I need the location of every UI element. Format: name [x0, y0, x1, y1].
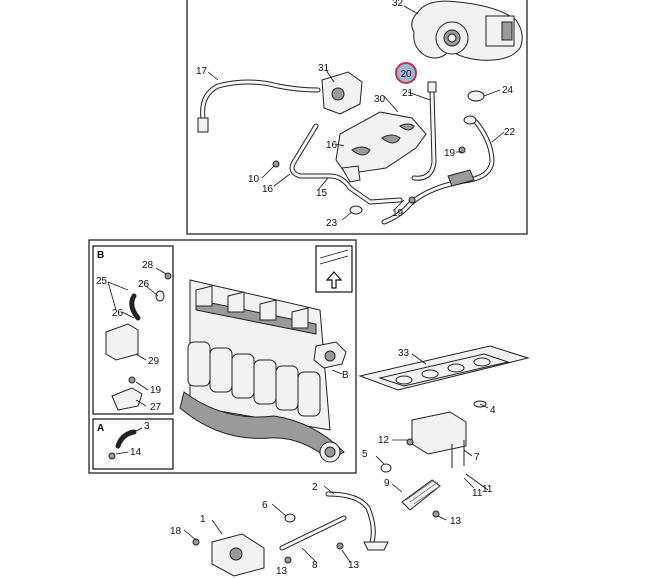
- inset-b-frame: [92, 245, 174, 415]
- inset-a-frame: [92, 418, 174, 470]
- callout-11-b: 11: [482, 484, 493, 495]
- callout-19-inset: 19: [150, 385, 162, 396]
- engine-panel-frame: [88, 239, 357, 474]
- callout-16-bottom: 16: [262, 184, 274, 195]
- callout-26-mid: 26: [112, 308, 124, 319]
- callout-17: 17: [196, 66, 208, 77]
- bracket-29[interactable]: [105, 323, 139, 361]
- pipe-end-fitting: [197, 117, 209, 133]
- callout-19-right: 19: [444, 148, 456, 159]
- callout-1: 1: [200, 514, 206, 525]
- inset-b: B 28 25 26 26 29 19 27: [92, 245, 174, 415]
- callout-15: 15: [316, 188, 328, 199]
- callout-24: 24: [502, 85, 514, 96]
- callout-31: 31: [318, 63, 330, 74]
- bolt-19-inset: [128, 376, 136, 384]
- callout-9: 9: [384, 478, 390, 489]
- callout-29: 29: [148, 356, 160, 367]
- egr-valve[interactable]: [321, 71, 363, 115]
- callout-13-c: 13: [348, 560, 360, 571]
- engine-panel: B 28 25 26 26 29 19 27 A 3 14: [88, 239, 357, 474]
- bolt-19b: [458, 146, 466, 154]
- turbo-panel-frame: [186, 0, 528, 235]
- callout-20: 20: [400, 69, 412, 80]
- bolt-13b: [284, 556, 292, 564]
- bolt-18: [192, 538, 200, 546]
- callout-25: 25: [96, 276, 108, 287]
- adapter-7[interactable]: [411, 411, 467, 455]
- oil-system-parts: 33 4 12 7 5 11 11 2 9 6 13 18 1 8 13 13: [170, 345, 530, 577]
- callout-21: 21: [402, 88, 414, 99]
- callout-12: 12: [378, 435, 390, 446]
- inset-b-label: B: [97, 250, 104, 261]
- callout-33: 33: [398, 348, 410, 359]
- turbocharger-assembly[interactable]: [411, 0, 523, 61]
- bolt-28: [164, 272, 172, 280]
- seal-6: [284, 513, 296, 523]
- bolt-13c: [336, 542, 344, 550]
- callout-14: 14: [130, 447, 142, 458]
- callout-6: 6: [262, 500, 268, 511]
- seal-5: [380, 463, 392, 473]
- engine-callout-b: B: [342, 370, 349, 381]
- banjo-bolt: [427, 81, 437, 93]
- pickup-screen: [363, 541, 389, 551]
- arrow-up-icon: [325, 271, 343, 289]
- bolt-13: [432, 510, 440, 518]
- bolt-10: [272, 160, 280, 168]
- front-orientation-icon: [315, 245, 353, 293]
- oil-pan-gasket-33[interactable]: [358, 345, 530, 391]
- callout-3: 3: [144, 421, 150, 432]
- seal-26: [155, 290, 165, 302]
- engine-block[interactable]: [179, 279, 347, 463]
- callout-22: 22: [504, 127, 516, 138]
- tube-26[interactable]: [129, 293, 141, 321]
- highlighted-callout-marker[interactable]: [395, 62, 417, 84]
- callout-16-top: 16: [326, 140, 338, 151]
- tube-3[interactable]: [115, 429, 137, 449]
- bolt-19: [408, 196, 416, 204]
- turbo-manifold-panel: 20 32 17 31 30 21 24 22 16 10 16 15 19 1…: [186, 0, 528, 235]
- callout-5: 5: [362, 449, 368, 460]
- inset-a-label: A: [97, 423, 104, 434]
- callout-11-a: 11: [472, 488, 483, 499]
- callout-13-a: 13: [450, 516, 462, 527]
- inset-a: A 3 14: [92, 418, 174, 470]
- bolt-12: [406, 438, 414, 446]
- callout-2: 2: [312, 482, 318, 493]
- callout-13-b: 13: [276, 566, 288, 577]
- callout-4: 4: [490, 405, 496, 416]
- callout-30: 30: [374, 94, 386, 105]
- callout-19-bottom: 19: [392, 208, 404, 219]
- callout-10: 10: [248, 174, 260, 185]
- flex-hose: [447, 169, 475, 187]
- gasket-24: [467, 90, 485, 102]
- callout-32: 32: [392, 0, 404, 9]
- callout-7: 7: [474, 452, 480, 463]
- callout-18: 18: [170, 526, 182, 537]
- studs-11: [451, 440, 465, 468]
- bracket-27[interactable]: [111, 387, 143, 411]
- seal-23: [349, 205, 363, 215]
- callout-27: 27: [150, 402, 162, 413]
- pickup-tube-2[interactable]: [325, 491, 376, 545]
- callout-28: 28: [142, 260, 154, 271]
- bolt-14: [108, 452, 116, 460]
- gasket: [463, 115, 477, 125]
- callout-26-top: 26: [138, 279, 150, 290]
- exhaust-manifold[interactable]: [335, 111, 427, 183]
- callout-23: 23: [326, 218, 338, 229]
- callout-8: 8: [312, 560, 318, 571]
